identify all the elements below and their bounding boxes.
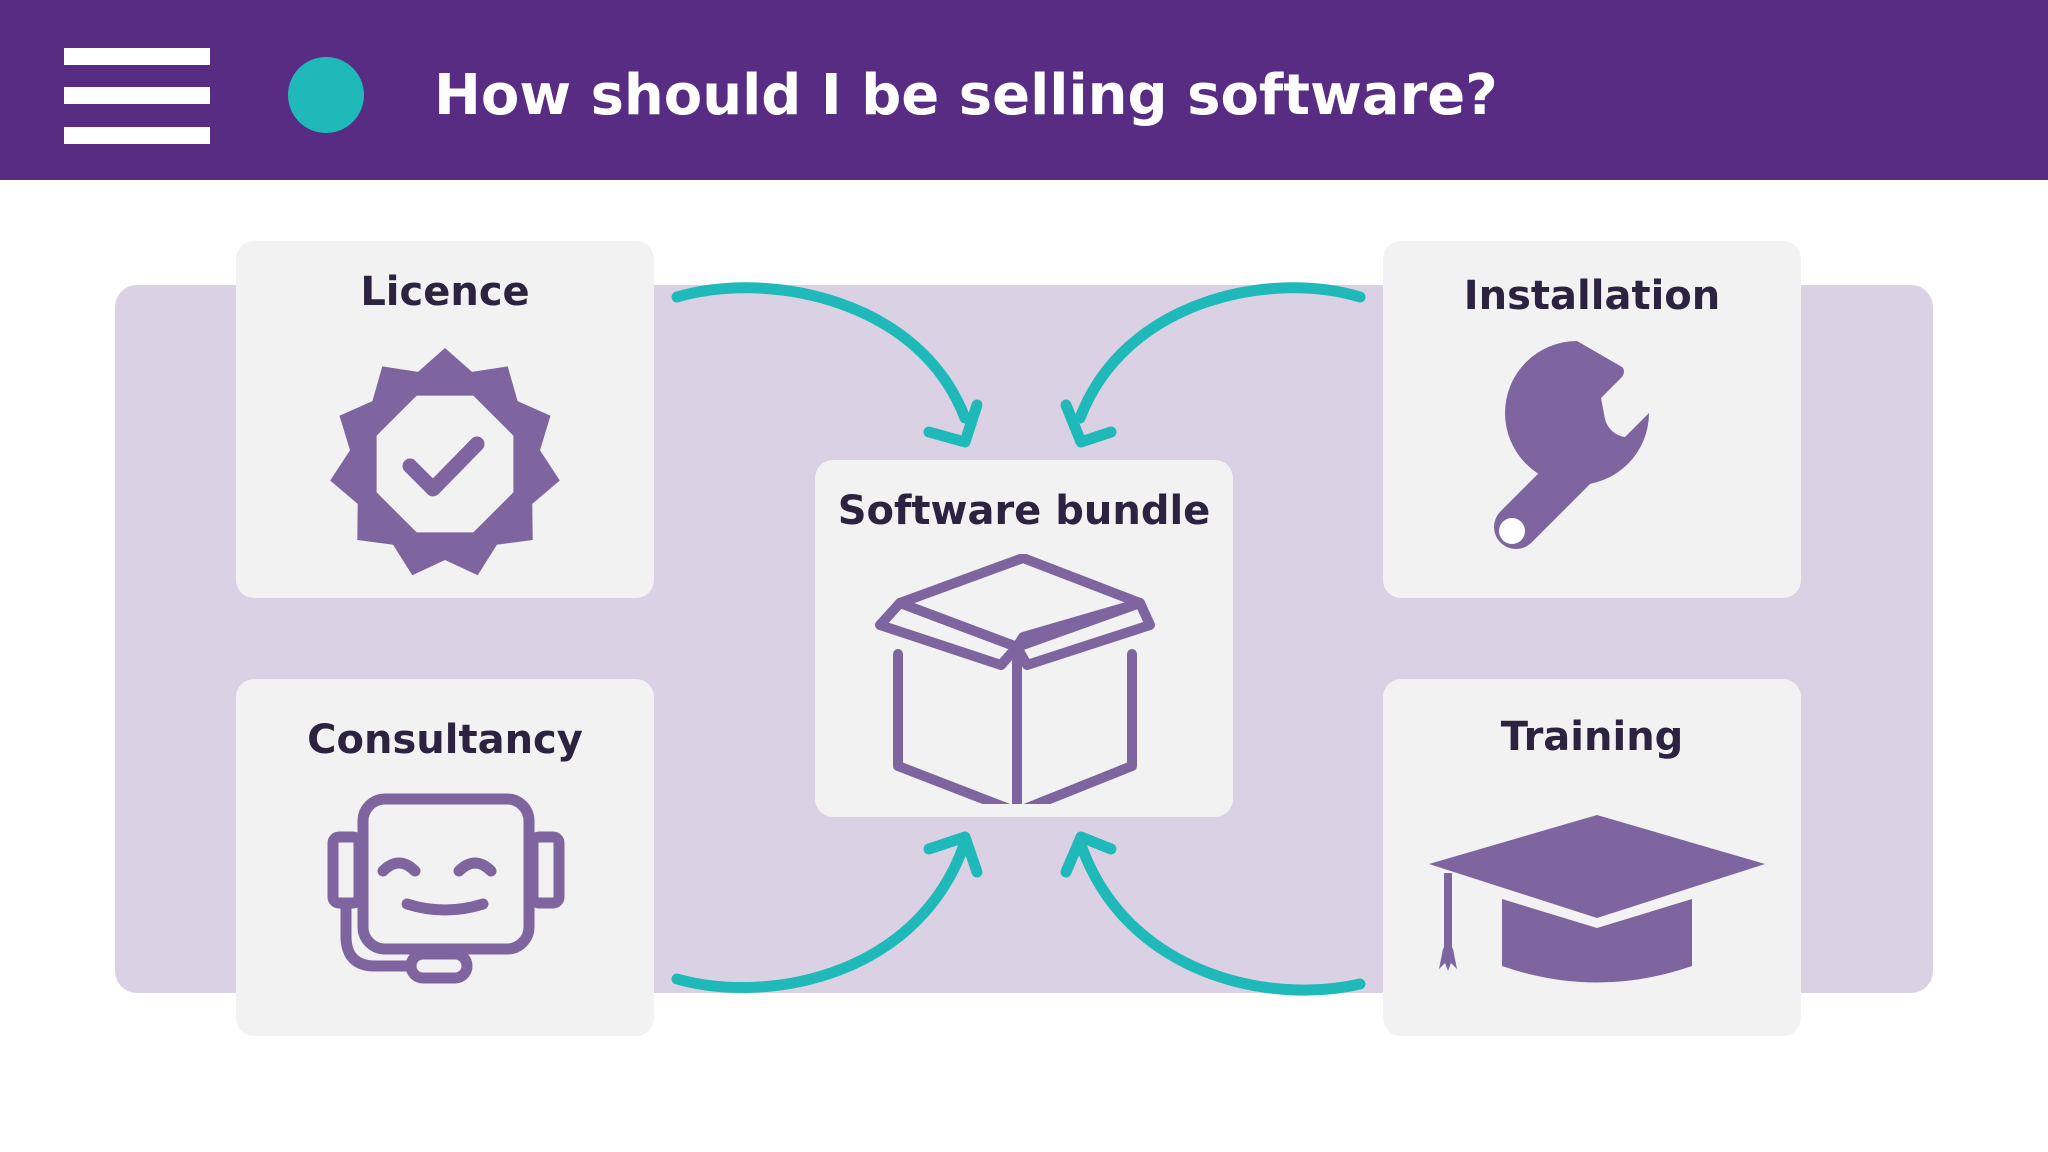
card-installation: Installation [1383, 241, 1801, 598]
page-title: How should I be selling software? [434, 63, 1498, 128]
graduation-cap-icon [1429, 815, 1765, 983]
card-label-software-bundle: Software bundle [837, 488, 1211, 534]
arrow-training-to-bundle [1060, 831, 1366, 996]
arrow-consultancy-to-bundle [671, 831, 983, 994]
badge-check-icon [330, 348, 560, 576]
card-label-installation: Installation [1463, 273, 1721, 319]
wrench-icon [1494, 341, 1649, 549]
box-icon [875, 554, 1155, 804]
card-licence: Licence [236, 241, 654, 598]
status-dot [288, 57, 364, 133]
robot-support-icon [327, 793, 565, 984]
menu-icon[interactable] [64, 46, 210, 146]
card-label-licence: Licence [360, 269, 530, 315]
arrow-licence-to-bundle [671, 282, 983, 448]
card-label-consultancy: Consultancy [307, 717, 583, 763]
card-consultancy: Consultancy [236, 679, 654, 1036]
card-software-bundle: Software bundle [815, 460, 1233, 817]
card-label-training: Training [1500, 714, 1684, 760]
header-bar: How should I be selling software? [0, 0, 2048, 180]
card-training: Training [1383, 679, 1801, 1036]
arrow-installation-to-bundle [1060, 282, 1366, 448]
